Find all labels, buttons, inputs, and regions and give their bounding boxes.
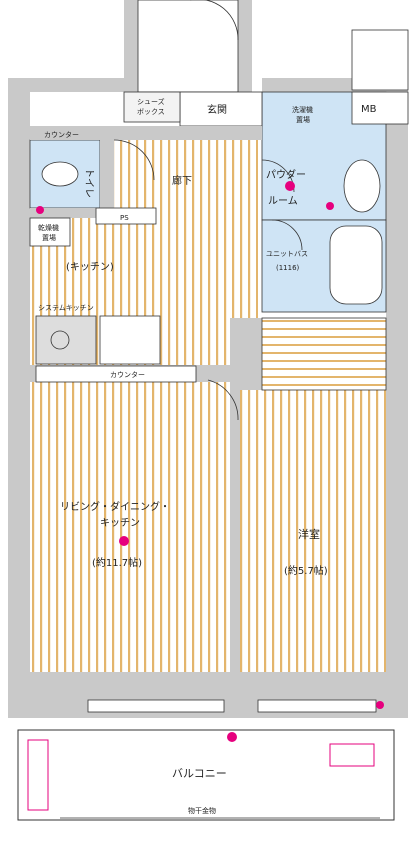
stove bbox=[35, 315, 97, 365]
label-powder-1: パウダー bbox=[266, 168, 306, 181]
shoes-box bbox=[123, 91, 181, 123]
mb-box bbox=[351, 91, 409, 125]
evac-hatch-left bbox=[27, 739, 49, 811]
label-powder-2: ルーム bbox=[268, 195, 298, 207]
label-western-size: (約5.7帖) bbox=[284, 564, 328, 577]
label-western: 洋室 bbox=[298, 527, 320, 541]
exterior-walls bbox=[8, 0, 408, 718]
windows bbox=[87, 699, 377, 713]
label-kitchen: (キッチン) bbox=[66, 261, 114, 273]
burner-icon bbox=[50, 330, 70, 350]
label-unitbath-2: (1116) bbox=[276, 264, 300, 272]
sink bbox=[99, 315, 161, 365]
label-ps: PS bbox=[120, 214, 129, 222]
label-balcony: バルコニー bbox=[172, 767, 227, 780]
label-mb: MB bbox=[361, 104, 377, 115]
outlet-markers bbox=[36, 181, 384, 742]
label-counter-mid: カウンター bbox=[110, 370, 145, 379]
label-living-size: (約11.7帖) bbox=[92, 556, 142, 569]
label-hallway: 廊下 bbox=[172, 174, 192, 187]
toilet-icon bbox=[41, 161, 79, 187]
label-toilet: トイレ bbox=[83, 168, 94, 198]
washbasin-icon bbox=[343, 159, 381, 213]
western-room-floor bbox=[236, 390, 386, 672]
kitchen-counter bbox=[35, 365, 197, 383]
label-living-1: リビング・ダイニング・ bbox=[60, 500, 170, 513]
closet bbox=[261, 317, 387, 391]
mb-cabinet-outside bbox=[351, 29, 409, 91]
label-shoes-box-2: ボックス bbox=[137, 108, 165, 116]
front-door-swing bbox=[190, 0, 239, 41]
bathtub-icon bbox=[329, 225, 383, 305]
interior-walls bbox=[8, 126, 408, 718]
label-laundry-1: 洗濯機 bbox=[292, 105, 313, 114]
label-shoes-box-1: シューズ bbox=[137, 97, 165, 106]
label-balcony-note: 物干金物 bbox=[188, 806, 216, 815]
label-counter-top: カウンター bbox=[44, 130, 79, 139]
balcony bbox=[17, 729, 395, 821]
label-living-2: キッチン bbox=[100, 517, 140, 529]
evac-hatch-right bbox=[329, 743, 375, 767]
washer-space bbox=[29, 217, 71, 247]
label-dryer-2: 置場 bbox=[42, 233, 56, 242]
label-laundry-2: 置場 bbox=[296, 115, 310, 124]
ps-box bbox=[95, 207, 157, 225]
label-entrance: 玄関 bbox=[207, 103, 227, 116]
label-dryer-1: 乾燥機 bbox=[38, 223, 59, 232]
label-kitchen-detail: システムキッチン bbox=[38, 304, 94, 312]
entry-corridor bbox=[137, 0, 239, 93]
living-floor bbox=[30, 382, 236, 672]
label-unitbath-1: ユニットバス bbox=[266, 250, 308, 258]
door-swings bbox=[113, 139, 303, 421]
